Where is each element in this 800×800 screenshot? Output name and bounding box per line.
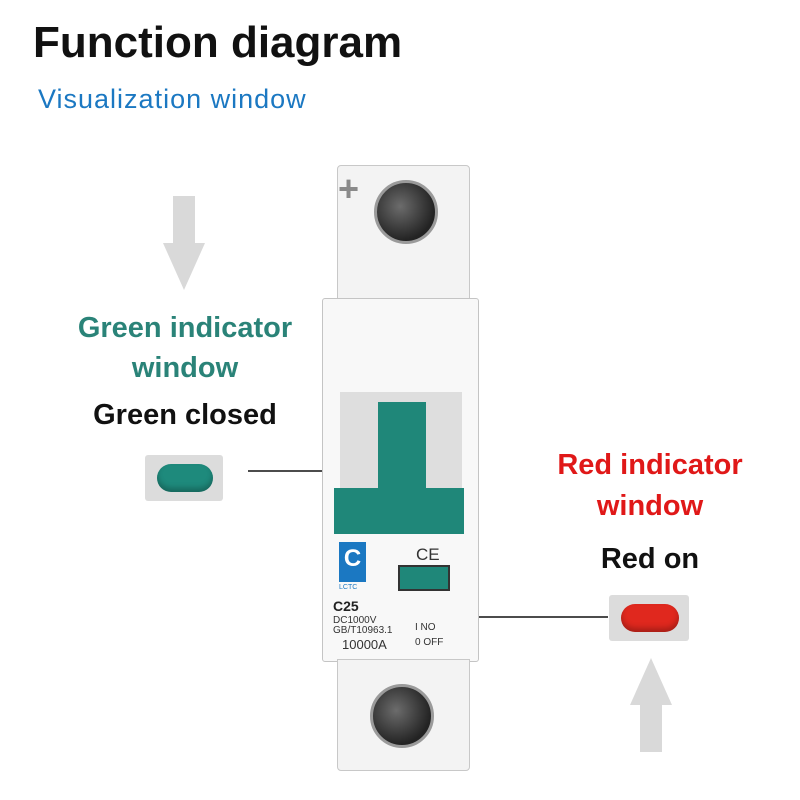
voltage-label: DC1000V xyxy=(333,615,377,626)
page-subtitle: Visualization window xyxy=(38,84,307,114)
on-label: I NO xyxy=(415,622,436,633)
green-indicator xyxy=(145,455,223,501)
standard-label: GB/T10963.1 xyxy=(333,625,393,636)
terminal-plus-mark: + xyxy=(338,168,360,209)
red-indicator-label: Red indicator xyxy=(557,449,743,481)
screw-icon xyxy=(370,684,434,748)
green-indicator-label: Green indicator xyxy=(77,312,293,344)
green-state-label: Green closed xyxy=(93,399,277,431)
off-label: 0 OFF xyxy=(415,637,444,648)
red-indicator-label-2: window xyxy=(596,490,704,522)
page-title: Function diagram xyxy=(33,18,403,67)
handle-base xyxy=(334,488,464,534)
red-state-label: Red on xyxy=(600,543,700,575)
brand-name: LCTC xyxy=(339,584,358,591)
breaker-handle xyxy=(378,402,426,492)
visualization-window xyxy=(398,565,450,591)
ce-mark: CE xyxy=(416,545,440,564)
model-label: C25 xyxy=(333,598,359,614)
arrow-down-icon xyxy=(163,196,205,290)
green-indicator-pill xyxy=(157,464,213,492)
capacity-label: 10000A xyxy=(342,637,387,652)
red-indicator xyxy=(609,595,689,641)
brand-logo: C xyxy=(339,542,366,582)
red-indicator-pill xyxy=(621,604,679,632)
green-indicator-label-2: window xyxy=(131,352,239,384)
screw-icon xyxy=(374,180,438,244)
arrow-up-icon xyxy=(630,658,672,752)
